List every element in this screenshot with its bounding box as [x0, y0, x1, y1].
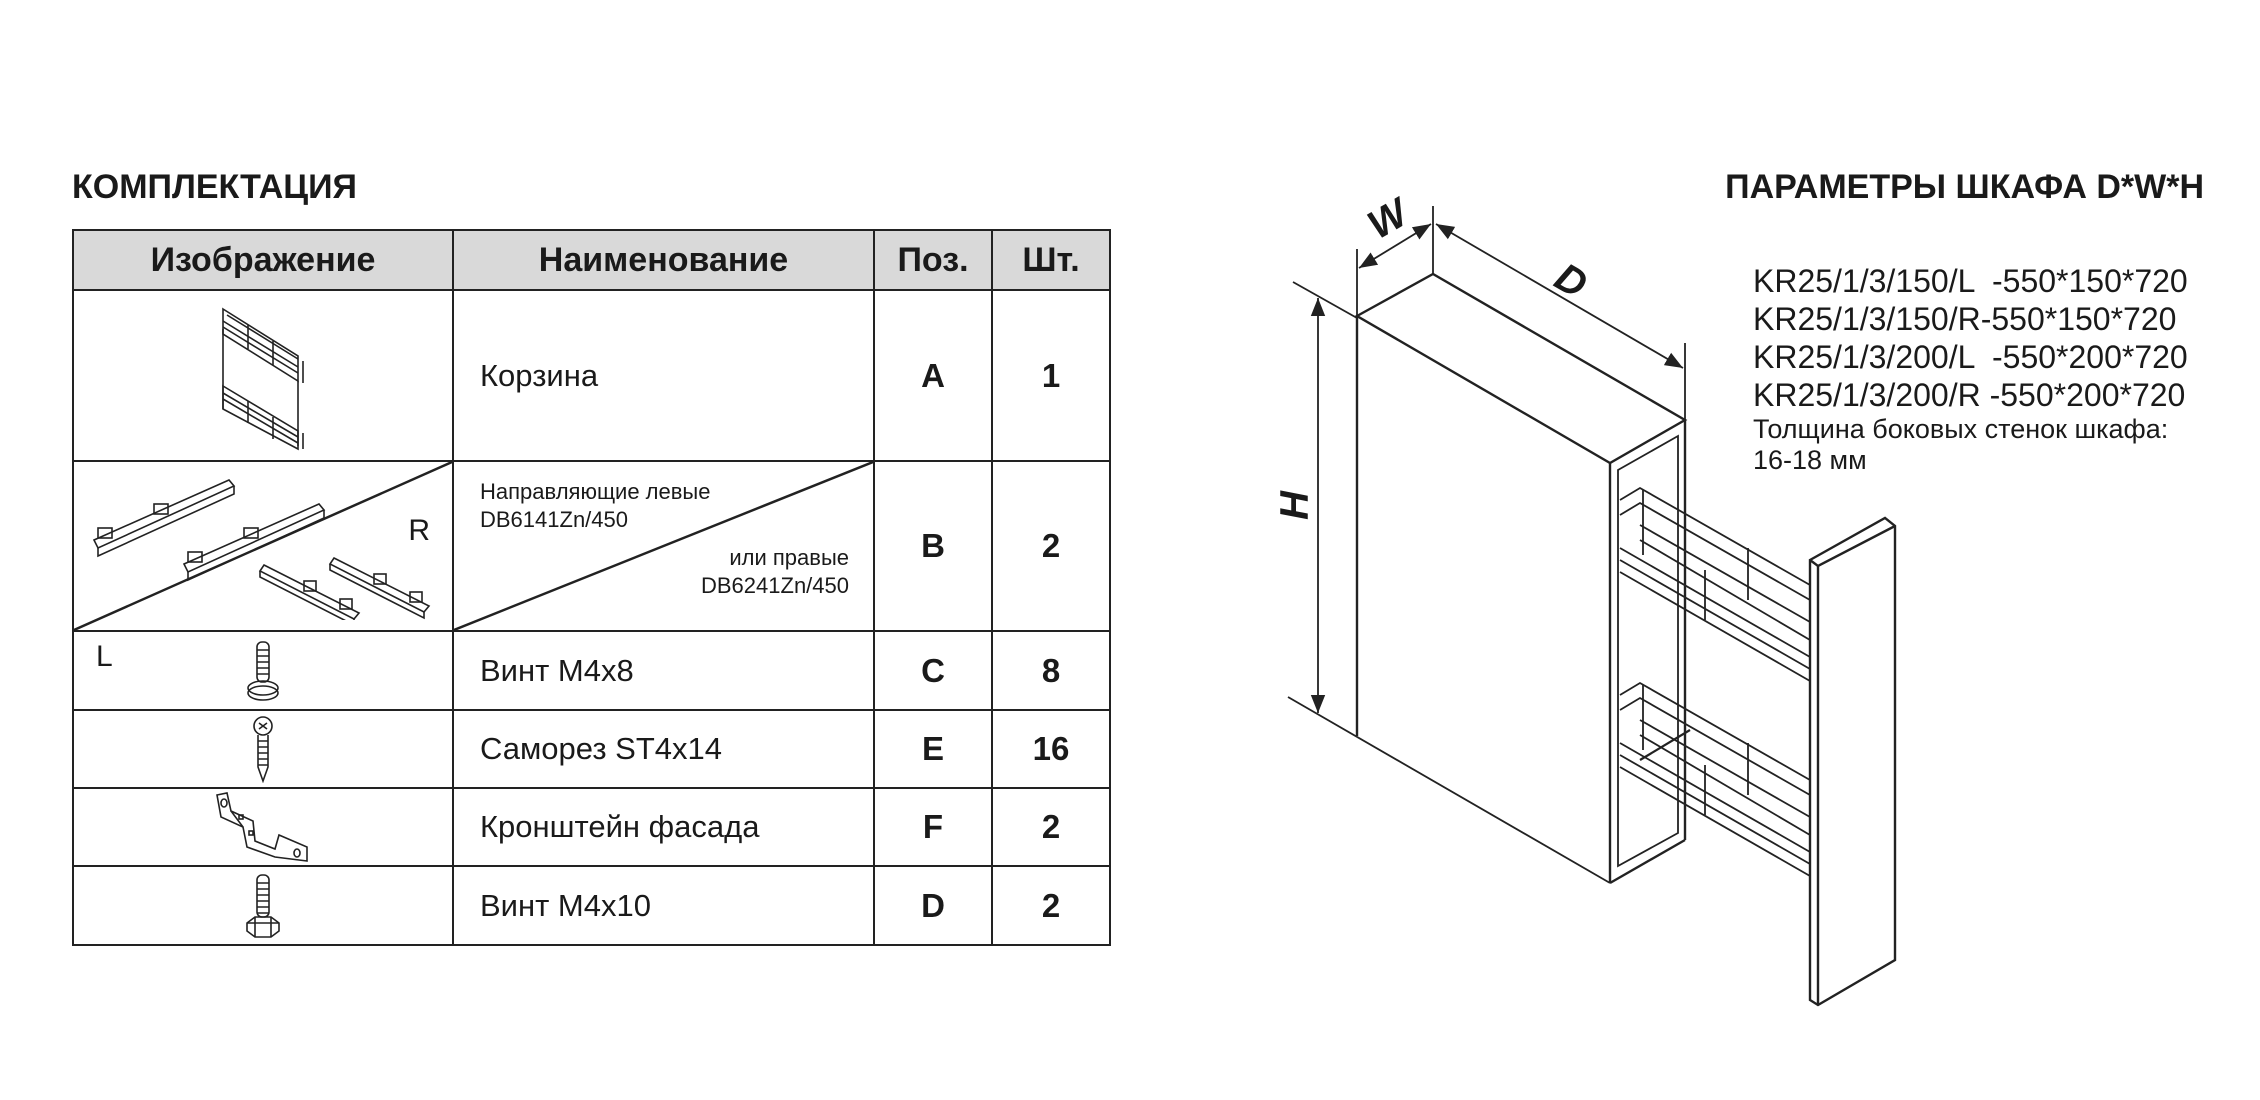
right-rail-code: DB6241Zn/450: [701, 573, 849, 598]
cabinet-parameters-title: ПАРАМЕТРЫ ШКАФА D*W*H: [1725, 168, 2204, 206]
wall-thickness-note-line1: Толщина боковых стенок шкафа:: [1753, 414, 2169, 444]
model-item: KR25/1/3/200/R -550*200*720: [1753, 377, 2186, 413]
item-position: A: [873, 289, 993, 462]
item-name: Корзина: [452, 289, 875, 462]
model-item: KR25/1/3/200/L -550*200*720: [1753, 339, 2188, 375]
item-name-cell: Направляющие левые DB6141Zn/450 или прав…: [452, 460, 875, 632]
kit-contents-title: КОМПЛЕКТАЦИЯ: [72, 168, 357, 206]
image-cell: [72, 289, 454, 462]
item-position: D: [873, 865, 993, 946]
right-rail-name: или правые: [729, 545, 849, 570]
table-row: Винт М4х10 D 2: [72, 865, 1111, 946]
header-image: Изображение: [72, 229, 454, 291]
left-rail-code: DB6141Zn/450: [480, 507, 628, 532]
item-position: B: [873, 460, 993, 632]
right-rail-text: или правые DB6241Zn/450: [701, 544, 849, 600]
item-position: C: [873, 630, 993, 711]
item-name: Винт М4х8: [452, 630, 875, 711]
image-cell: [72, 865, 454, 946]
item-name: Саморез ST4x14: [452, 709, 875, 789]
item-quantity: 2: [991, 787, 1111, 867]
drawer-rails-icon: [92, 479, 431, 620]
table-header-row: Изображение Наименование Поз. Шт.: [72, 229, 1111, 291]
wire-basket-icon: [222, 307, 304, 450]
item-quantity: 8: [991, 630, 1111, 711]
model-item: KR25/1/3/150/L -550*150*720: [1753, 263, 2188, 299]
image-cell: [72, 787, 454, 867]
hex-bolt-icon: [246, 873, 280, 938]
dimension-lines: [1287, 206, 1686, 884]
header-position: Поз.: [873, 229, 993, 291]
facade-bracket-icon: [216, 792, 308, 862]
item-quantity: 16: [991, 709, 1111, 789]
model-item: KR25/1/3/150/R-550*150*720: [1753, 301, 2177, 337]
table-row: Саморез ST4x14 E 16: [72, 709, 1111, 789]
item-position: F: [873, 787, 993, 867]
height-dimension-label: H: [1273, 490, 1317, 520]
model-list: KR25/1/3/150/L -550*150*720 KR25/1/3/150…: [1753, 262, 2188, 476]
facade-panel: [1808, 516, 1897, 1007]
table-row: Винт М4х8 C 8: [72, 630, 1111, 711]
cabinet-body: [1354, 272, 1688, 885]
header-name: Наименование: [452, 229, 875, 291]
machine-screw-icon: [247, 640, 279, 701]
table-row: L R Направляющие левые DB6141Zn/450 или …: [72, 460, 1111, 673]
right-rail-label: R: [408, 514, 430, 547]
kit-contents-table: Изображение Наименование Поз. Шт. Корзин…: [72, 229, 1111, 946]
table-row: Корзина A 1: [72, 289, 1111, 462]
image-cell: L R: [72, 460, 454, 673]
diagonal-divider: [454, 462, 873, 630]
item-quantity: 2: [991, 460, 1111, 632]
item-name: Винт М4х10: [452, 865, 875, 946]
wall-thickness-note-line2: 16-18 мм: [1753, 445, 1867, 475]
header-quantity: Шт.: [991, 229, 1111, 291]
image-cell: [72, 630, 454, 711]
image-cell: [72, 709, 454, 789]
self-tapping-screw-icon: [253, 716, 273, 783]
pull-out-basket: [1619, 486, 1811, 877]
item-quantity: 2: [991, 865, 1111, 946]
depth-dimension-label: D: [1548, 255, 1595, 308]
width-dimension-label: W: [1361, 189, 1419, 248]
item-quantity: 1: [991, 289, 1111, 462]
left-rail-text: Направляющие левые DB6141Zn/450: [480, 478, 710, 534]
item-name: Кронштейн фасада: [452, 787, 875, 867]
item-position: E: [873, 709, 993, 789]
table-row: Кронштейн фасада F 2: [72, 787, 1111, 867]
left-rail-name: Направляющие левые: [480, 479, 711, 504]
